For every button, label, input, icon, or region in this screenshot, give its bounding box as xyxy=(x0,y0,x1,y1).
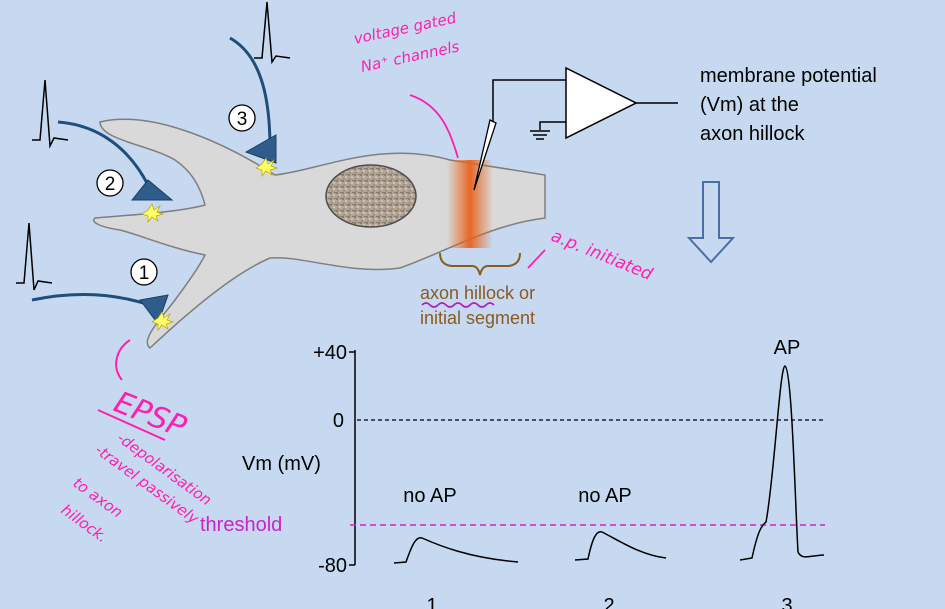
graph-tick-zero: 0 xyxy=(333,410,344,432)
trace-1-label: no AP xyxy=(403,485,456,507)
recording-label-line1: membrane potential xyxy=(700,65,877,87)
hillock-brace xyxy=(439,252,521,276)
graph-tick-top: +40 xyxy=(313,342,347,364)
ap-initiated-annotation: a.p. initiated xyxy=(548,226,655,285)
nucleus xyxy=(325,164,417,228)
synapse-number-circle-1 xyxy=(130,258,158,286)
x-label-1: 1 xyxy=(426,595,437,609)
threshold-label: threshold xyxy=(200,514,282,536)
spike-icon-1 xyxy=(16,222,53,291)
axon-hillock-highlight xyxy=(447,160,493,248)
trace-2-label: no AP xyxy=(578,485,631,507)
trace-3-label: AP xyxy=(774,337,801,359)
hillock-label-line1: axon hillock or xyxy=(420,283,535,303)
x-label-3: 3 xyxy=(781,595,792,609)
spike-icon-2 xyxy=(32,79,69,149)
input-axon-2 xyxy=(57,120,150,186)
trace-1 xyxy=(393,537,519,564)
input-axon-1 xyxy=(31,293,151,307)
axon-terminal-3 xyxy=(244,134,277,164)
synapse-number-2: 2 xyxy=(105,174,116,195)
synapse-flash-1 xyxy=(151,311,175,331)
synapse-number-3: 3 xyxy=(237,109,248,130)
ground-wire xyxy=(539,121,566,130)
synapse-number-circle-3 xyxy=(228,104,256,132)
epsp-underline xyxy=(97,409,166,441)
synapse-number-circle-2 xyxy=(96,169,124,197)
synapse-flash-3 xyxy=(255,157,279,177)
hillock-underline-squiggle xyxy=(421,302,495,308)
synapse-number-1: 1 xyxy=(139,263,150,284)
graph-y-label: Vm (mV) xyxy=(242,453,321,475)
graph-tick-bottom: -80 xyxy=(318,555,347,577)
axon-terminal-1 xyxy=(139,294,169,326)
voltage-gated-pointer xyxy=(409,94,459,159)
trace-3 xyxy=(739,365,825,561)
synapse-flash-2 xyxy=(141,203,165,223)
axon-terminal-2 xyxy=(130,179,174,201)
recording-label-line3: axon hillock xyxy=(700,123,806,145)
recording-label-line2: (Vm) at the xyxy=(700,94,799,116)
ap-initiated-pointer xyxy=(527,249,546,269)
epsp-bracket xyxy=(115,339,131,381)
input-axon-3 xyxy=(229,36,272,149)
spike-icon-3 xyxy=(254,1,291,65)
x-label-2: 2 xyxy=(603,595,614,609)
neuron-cell-body xyxy=(93,118,546,349)
electrode-wire xyxy=(492,79,566,121)
amplifier xyxy=(565,66,638,140)
down-arrow-icon xyxy=(686,181,736,264)
hillock-label-line2: initial segment xyxy=(420,308,535,328)
electrode xyxy=(473,119,497,191)
trace-2 xyxy=(574,531,667,561)
